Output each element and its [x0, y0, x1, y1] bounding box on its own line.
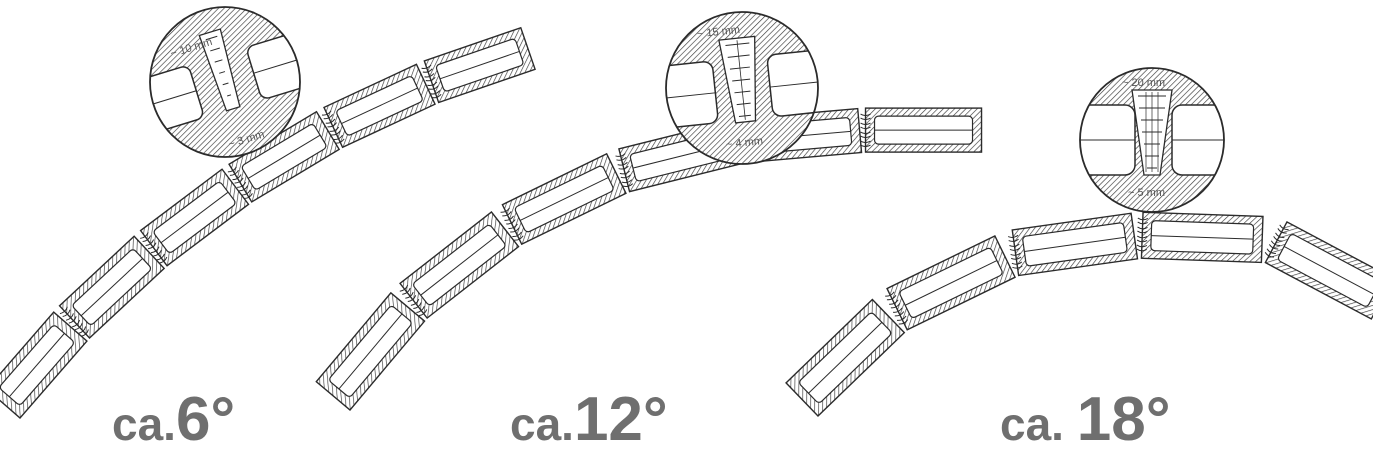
- arc-segment: [421, 26, 536, 104]
- detail-circle-18deg: ~ 20 mm ~ 5 mm: [1079, 67, 1225, 213]
- arc-segment: [885, 234, 1016, 331]
- arc-segment: [139, 168, 250, 267]
- arc-segment: [785, 298, 906, 417]
- arc-segment: [227, 110, 341, 203]
- arc-segment: [315, 291, 426, 411]
- arc-segment: [321, 63, 436, 149]
- arc-segment: [1264, 221, 1373, 320]
- arc-segment: [399, 211, 520, 320]
- angle-value: 6°: [175, 385, 236, 454]
- segment-arc-12deg: [315, 107, 983, 411]
- detail-circle-6deg: ~ 10 mm ~ 3 mm: [149, 6, 301, 158]
- arc-segment: [500, 152, 627, 246]
- segment-arc-18deg: [785, 211, 1373, 417]
- joint-connector: [885, 291, 909, 325]
- angle-value: 12°: [573, 385, 668, 454]
- detail-bottom-dimension: ~ 5 mm: [1128, 187, 1165, 199]
- angle-label-6deg: ca.6°: [112, 389, 235, 451]
- joint-connector: [421, 64, 442, 99]
- joint-connector: [140, 232, 168, 264]
- joint-connector: [500, 207, 524, 241]
- angle-label-12deg: ca.12°: [510, 389, 668, 451]
- angle-label-18deg: ca. 18°: [1000, 389, 1171, 451]
- segment-arc-6deg: [0, 26, 536, 419]
- joint-connector: [615, 153, 634, 187]
- detail-circle-12deg: ~ 15 mm ~ 4 mm: [665, 11, 819, 165]
- detail-top-dimension: ~ 15 mm: [696, 24, 740, 40]
- angle-prefix: ca.: [510, 398, 574, 450]
- segment-arcs: [0, 26, 1373, 419]
- joint-connector: [59, 306, 89, 337]
- joint-connector: [860, 113, 871, 148]
- arc-segment: [1007, 212, 1139, 277]
- joint-connector: [1264, 224, 1289, 258]
- joint-connector: [399, 284, 428, 317]
- angle-value: 18°: [1076, 385, 1171, 454]
- angle-prefix: ca.: [112, 398, 176, 450]
- joint-connector: [1136, 217, 1149, 252]
- detail-bottom-dimension: ~ 4 mm: [725, 135, 763, 151]
- joint-connector: [321, 110, 345, 144]
- arc-segment: [58, 235, 166, 339]
- joint-connector: [1007, 234, 1023, 269]
- joint-connector: [227, 166, 253, 199]
- angle-prefix: ca.: [1000, 398, 1077, 450]
- arc-segment: [0, 311, 88, 419]
- arc-segment: [860, 107, 983, 153]
- detail-top-dimension: ~ 20 mm: [1122, 77, 1165, 89]
- arc-segment: [1136, 211, 1264, 264]
